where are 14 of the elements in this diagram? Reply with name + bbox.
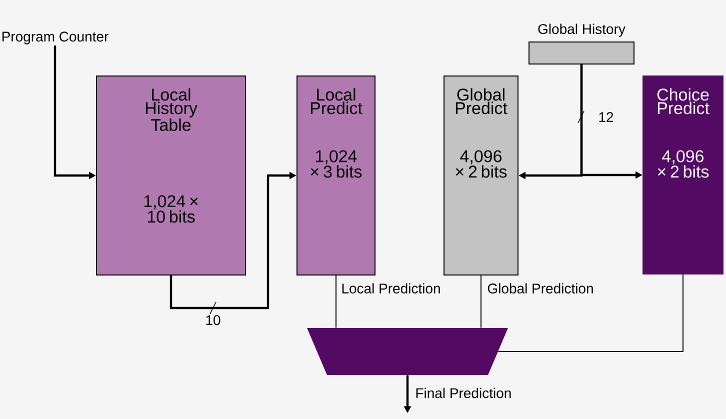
- table-box: Local Predict 1,024 × 3 bits: [296, 76, 376, 276]
- edge-label: Local Prediction: [342, 283, 440, 294]
- register-box: Global History: [528, 24, 634, 64]
- table-box: Local History Table 1,024 × 10 bits: [96, 76, 246, 276]
- edge-label: 12: [599, 112, 614, 122]
- edge-label: 10: [206, 315, 220, 326]
- connector: [498, 274, 684, 352]
- table-box: Choice Predict 4,096 × 2 bits: [642, 76, 724, 274]
- edge-label: Final Prediction: [416, 388, 511, 398]
- connector: [480, 275, 482, 328]
- table-box: Global Predict 4,096 × 2 bits: [444, 76, 518, 276]
- node-label: Global History: [538, 24, 626, 37]
- input-label: Program Counter: [2, 32, 108, 44]
- edge-label: Global Prediction: [488, 283, 593, 294]
